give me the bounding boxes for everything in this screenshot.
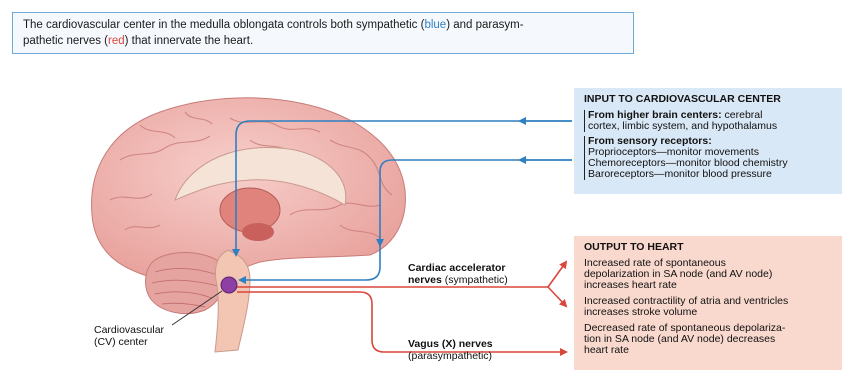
output-pathways <box>237 262 566 352</box>
vagus-label-bold: Vagus (X) nerves <box>408 338 493 350</box>
higher-line2: cortex, limbic system, and hypothalamus <box>588 120 777 132</box>
output-item-contractility: Increased contractility of atria and ven… <box>584 296 832 318</box>
input-box-title: INPUT TO CARDIOVASCULAR CENTER <box>584 94 832 105</box>
cv-center-label: Cardiovascular (CV) center <box>94 324 164 348</box>
cv-center-marker <box>221 277 237 293</box>
accel-label-paren: (sympathetic) <box>445 274 508 286</box>
vagus-label-paren: (parasympathetic) <box>408 350 492 362</box>
cv-label-line2: (CV) center <box>94 336 148 348</box>
output-line: increases stroke volume <box>584 306 697 318</box>
sensory-receptors-group: From sensory receptors: Proprioceptors—m… <box>584 136 832 180</box>
accel-label-line1: Cardiac accelerator <box>408 262 505 274</box>
output-item-rate-decrease: Decreased rate of spontaneous depolariza… <box>584 323 832 356</box>
output-line: increases heart rate <box>584 279 677 291</box>
output-box: OUTPUT TO HEART Increased rate of sponta… <box>574 236 842 370</box>
vagus-path <box>237 292 566 352</box>
cerebellum-shape <box>146 253 226 314</box>
cardiac-accelerator-label: Cardiac accelerator nerves (sympathetic) <box>408 262 508 286</box>
output-line: heart rate <box>584 344 629 356</box>
brainstem-shape <box>215 250 250 352</box>
hypothalamus-shape <box>242 223 274 241</box>
higher-centers-group: From higher brain centers: cerebral cort… <box>584 110 832 132</box>
sensory-vertical-path <box>380 160 572 245</box>
brain-illustration <box>92 98 406 352</box>
sympathetic-arrow-contractility <box>548 287 566 306</box>
output-item-rate-increase: Increased rate of spontaneous depolariza… <box>584 258 832 291</box>
sympathetic-arrow-rate <box>548 262 566 287</box>
input-box: INPUT TO CARDIOVASCULAR CENTER From high… <box>574 88 842 194</box>
accel-label-bold: nerves <box>408 274 442 286</box>
cv-label-line1: Cardiovascular <box>94 324 164 336</box>
vagus-nerve-label: Vagus (X) nerves (parasympathetic) <box>408 338 493 362</box>
sensory-item: Baroreceptors—monitor blood pressure <box>588 168 772 180</box>
output-box-title: OUTPUT TO HEART <box>584 242 832 253</box>
